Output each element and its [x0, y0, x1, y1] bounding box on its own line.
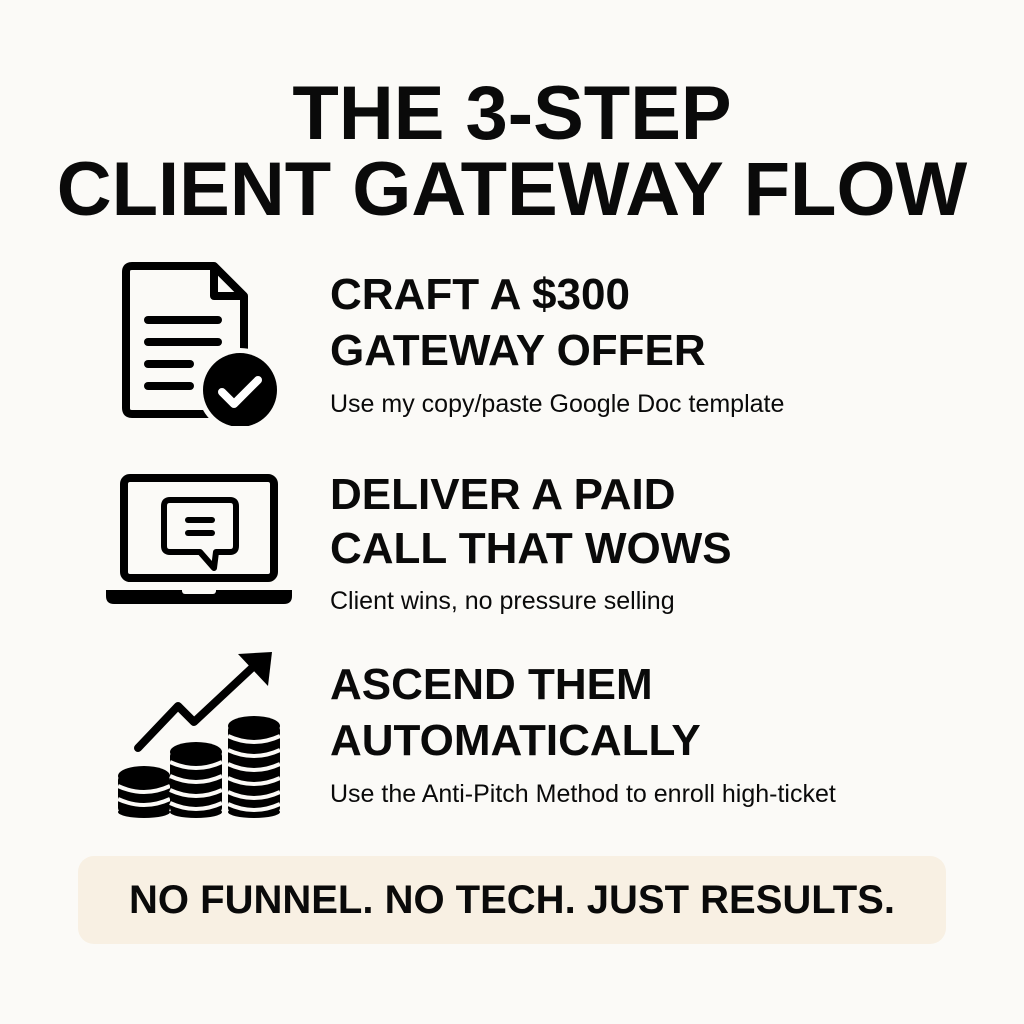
step-1-heading-line-2: GATEWAY OFFER [330, 326, 706, 375]
step-2-subtext: Client wins, no pressure selling [330, 587, 675, 615]
step-3-heading-line-2: AUTOMATICALLY [330, 716, 701, 765]
step-3-heading-line-1: ASCEND THEM [330, 660, 653, 709]
step-2-heading-line-1: DELIVER A PAID [330, 470, 676, 519]
tagline-banner: NO FUNNEL. NO TECH. JUST RESULTS. [78, 856, 946, 944]
step-2-heading-line-2: CALL THAT WOWS [330, 524, 732, 573]
step-1-heading-line-1: CRAFT A $300 [330, 270, 630, 319]
coins-growth-icon [117, 652, 281, 818]
title-line-2: CLIENT GATEWAY FLOW [56, 147, 968, 232]
step-1-subtext: Use my copy/paste Google Doc template [330, 390, 785, 418]
step-3-subtext: Use the Anti-Pitch Method to enroll high… [330, 780, 836, 808]
title-line-1: THE 3-STEP [292, 71, 732, 156]
document-check-icon [122, 262, 280, 426]
laptop-chat-icon [106, 474, 292, 604]
tagline-text: NO FUNNEL. NO TECH. JUST RESULTS. [129, 877, 895, 922]
